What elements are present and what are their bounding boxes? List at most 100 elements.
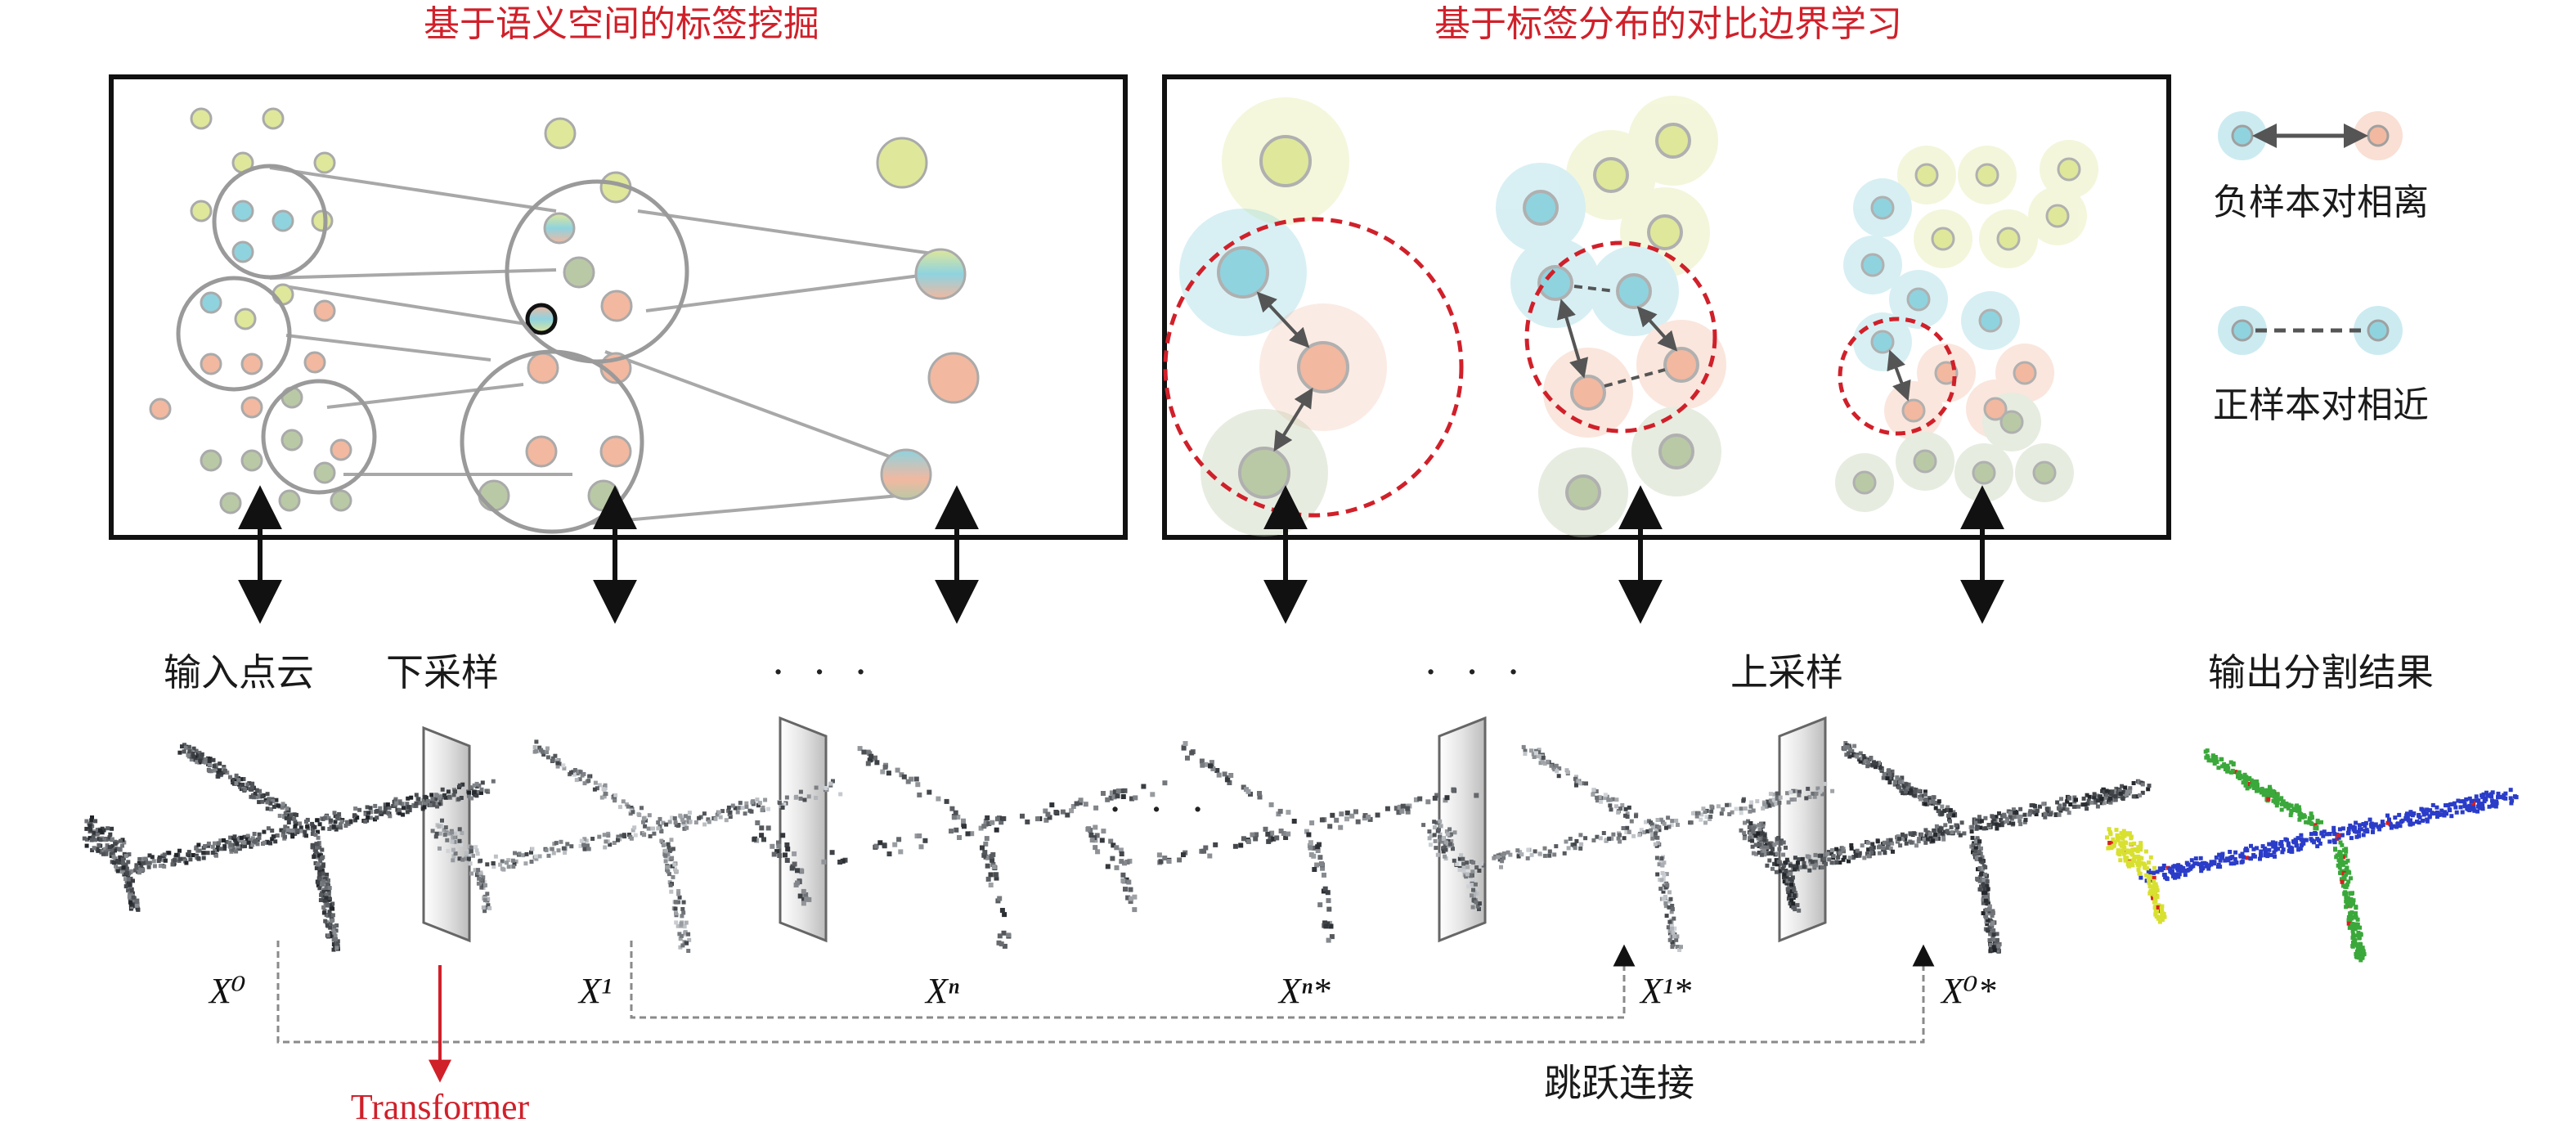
point: [2265, 854, 2270, 859]
point: [1578, 833, 1583, 838]
point: [479, 787, 484, 792]
point: [1789, 797, 1794, 802]
point: [88, 828, 93, 833]
point: [1669, 823, 1674, 828]
downsampled-cloud-x1: [430, 739, 843, 953]
grouping-circles: [176, 164, 689, 534]
point: [224, 839, 229, 844]
point: [545, 746, 550, 751]
point: [1663, 885, 1668, 890]
point: [1496, 855, 1501, 860]
point: [289, 812, 294, 817]
point: [218, 838, 223, 843]
point: [453, 789, 457, 794]
point: [2353, 927, 2358, 932]
point: [406, 805, 411, 810]
point: [145, 860, 150, 865]
point: [1650, 836, 1655, 841]
point: [327, 886, 332, 891]
point: [1595, 795, 1600, 800]
point: [383, 810, 388, 815]
point: [123, 854, 128, 859]
point: [1909, 788, 1914, 793]
point: [107, 845, 112, 850]
point: [792, 851, 797, 856]
point: [1832, 860, 1837, 865]
point: [2125, 856, 2129, 860]
point: [1789, 889, 1794, 894]
point: [274, 797, 279, 802]
point: [899, 772, 904, 778]
point: [1291, 819, 1297, 824]
point: [1667, 928, 1672, 933]
point: [1128, 887, 1133, 892]
point: [666, 845, 671, 850]
point: [1765, 863, 1770, 868]
point: [1655, 818, 1660, 822]
point: [1417, 796, 1423, 802]
point: [953, 810, 958, 815]
point: [397, 807, 402, 812]
input-point-cloud: [82, 743, 496, 952]
point: [1623, 806, 1628, 811]
point: [1797, 857, 1801, 862]
point: [2350, 944, 2355, 949]
point: [1923, 789, 1928, 794]
point: [537, 745, 542, 750]
point: [1757, 837, 1762, 842]
point: [631, 810, 635, 815]
point: [1115, 793, 1120, 799]
point: [2137, 863, 2142, 868]
point: [2395, 822, 2400, 827]
point: [1764, 804, 1769, 809]
point: [590, 837, 595, 841]
point: [334, 937, 339, 941]
point: [604, 792, 608, 797]
point: [1396, 810, 1402, 815]
mining-connection-lines: [269, 166, 933, 525]
point: [250, 781, 255, 786]
point: [1987, 938, 1992, 942]
point: [2161, 866, 2166, 870]
point: [273, 839, 278, 844]
point: [702, 811, 707, 816]
point: [1177, 857, 1183, 863]
point: [1120, 872, 1126, 878]
point: [2161, 912, 2166, 917]
point: [1110, 856, 1115, 861]
point: [1308, 840, 1313, 846]
point: [2256, 788, 2261, 793]
point: [2099, 801, 2104, 806]
point: [1984, 907, 1989, 912]
point: [2442, 813, 2447, 818]
point: [2460, 810, 2465, 815]
point: [2004, 819, 2009, 824]
point: [1595, 834, 1600, 839]
point: [2005, 816, 2009, 821]
point: [2035, 808, 2040, 813]
point: [1472, 897, 1476, 902]
point: [2456, 798, 2461, 803]
point: [2055, 800, 2060, 805]
point: [2268, 787, 2273, 792]
point: [479, 790, 483, 795]
point: [93, 819, 98, 824]
point: [1122, 860, 1127, 866]
point: [2083, 802, 2088, 807]
point: [886, 851, 892, 856]
point: [792, 861, 797, 867]
point: [2023, 817, 2028, 822]
point: [110, 826, 114, 831]
point: [331, 942, 336, 946]
point: [2153, 882, 2158, 887]
point: [770, 843, 775, 849]
point: [457, 827, 462, 832]
point: [1425, 799, 1431, 805]
point: [438, 824, 443, 829]
point: [2226, 766, 2231, 770]
point: [207, 758, 212, 763]
point: [1095, 849, 1101, 855]
ellipsis-top-right: · · ·: [1425, 649, 1528, 695]
point: [1322, 920, 1328, 926]
point: [2361, 949, 2366, 954]
